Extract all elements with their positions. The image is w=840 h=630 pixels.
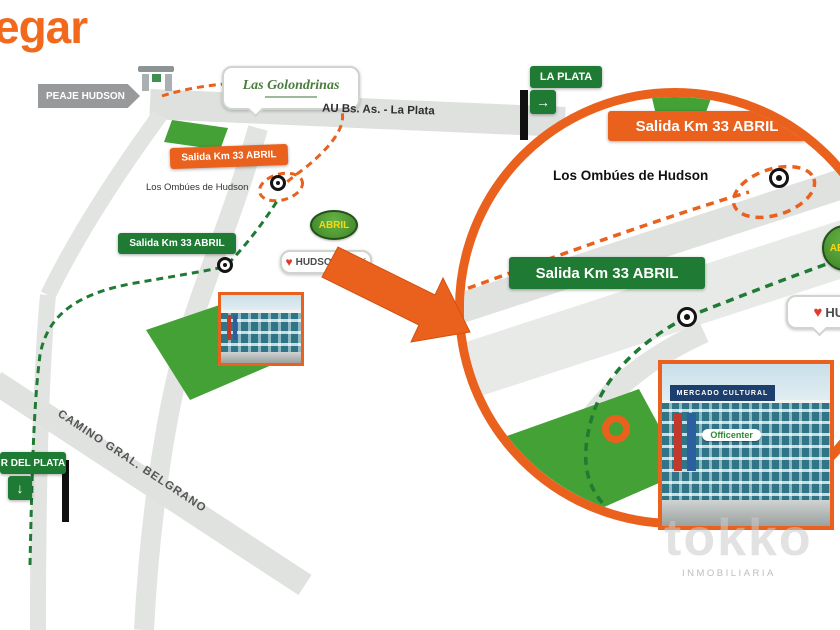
mar-del-plata-sign: R DEL PLATA ↓ bbox=[0, 452, 70, 504]
toll-booth bbox=[165, 74, 172, 91]
hudson-park-label: ♥ HUDSON PARK bbox=[280, 250, 372, 274]
highway-label: AU Bs. As. - La Plata bbox=[321, 102, 435, 118]
toll-booth-icon bbox=[138, 66, 174, 92]
la-plata-label: LA PLATA bbox=[530, 66, 602, 88]
zoom-salida-green-sign: Salida Km 33 ABRIL bbox=[509, 257, 705, 289]
heart-icon: ♥ bbox=[285, 255, 293, 269]
abril-logo: ABRIL bbox=[310, 210, 358, 240]
hudson-park-partial-name: HUD bbox=[825, 304, 840, 320]
salida-km33-orange-sign: Salida Km 33 ABRIL bbox=[169, 143, 289, 170]
toll-screen bbox=[152, 74, 161, 82]
access-road bbox=[40, 110, 167, 299]
watermark-brand: tokko bbox=[664, 509, 813, 567]
abril-logo-partial: ABRIL bbox=[822, 225, 840, 271]
route-orange-loop bbox=[731, 164, 817, 220]
photo-banner-blue bbox=[233, 315, 237, 340]
title-fragment: egar bbox=[0, 1, 88, 53]
photo-banner-blue bbox=[687, 412, 696, 471]
las-golondrinas-label: Las Golondrinas bbox=[242, 77, 340, 93]
peaje-hudson-sign: PEAJE HUDSON bbox=[38, 84, 140, 108]
photo-banner-red bbox=[226, 315, 231, 340]
zoom-exit-marker-green bbox=[677, 307, 697, 327]
zoom-salida-orange-sign: Salida Km 33 ABRIL bbox=[608, 111, 806, 141]
exit-marker-green bbox=[217, 257, 233, 273]
heart-icon: ♥ bbox=[813, 303, 823, 321]
zoom-ombues-label: Los Ombúes de Hudson bbox=[553, 168, 709, 183]
sign-post bbox=[520, 90, 528, 140]
camino-label: CAMINO GRAL. BELGRANO bbox=[55, 408, 209, 515]
zoom-road-upper bbox=[464, 168, 840, 323]
mar-del-plata-label: R DEL PLATA bbox=[0, 452, 66, 474]
hudson-park-name: HUDSON bbox=[295, 256, 339, 268]
ombues-label: Los Ombúes de Hudson bbox=[146, 182, 249, 193]
building-photo-small bbox=[218, 292, 304, 366]
toll-canopy bbox=[138, 66, 174, 72]
zoom-road-main bbox=[464, 220, 840, 402]
las-golondrinas-tagline bbox=[265, 95, 317, 98]
hudson-park-suffix: PARK bbox=[338, 256, 367, 268]
salida-km33-green-sign: Salida Km 33 ABRIL bbox=[118, 233, 236, 254]
toll-booth bbox=[142, 74, 149, 91]
side-road bbox=[134, 125, 268, 630]
bubble-tail bbox=[247, 101, 264, 118]
photo-ground bbox=[221, 352, 301, 363]
location-ring-marker bbox=[602, 415, 630, 443]
green-area bbox=[504, 389, 684, 519]
bubble-tail bbox=[811, 320, 828, 337]
photo-banner-label: MERCADO CULTURAL bbox=[670, 385, 775, 402]
watermark-caption: INMOBILIARIA bbox=[682, 568, 776, 579]
exit-marker-orange bbox=[270, 175, 286, 191]
photo-sign-label: Officenter bbox=[702, 428, 761, 441]
hudson-park-partial-label: ♥ HUD bbox=[786, 295, 840, 337]
photo-banner-red bbox=[673, 412, 683, 471]
building-photo-large: MERCADO CULTURAL Officenter bbox=[658, 360, 834, 530]
zoom-exit-marker-orange bbox=[769, 168, 789, 188]
down-arrow-icon: ↓ bbox=[8, 476, 32, 500]
right-arrow-icon: → bbox=[530, 90, 556, 114]
